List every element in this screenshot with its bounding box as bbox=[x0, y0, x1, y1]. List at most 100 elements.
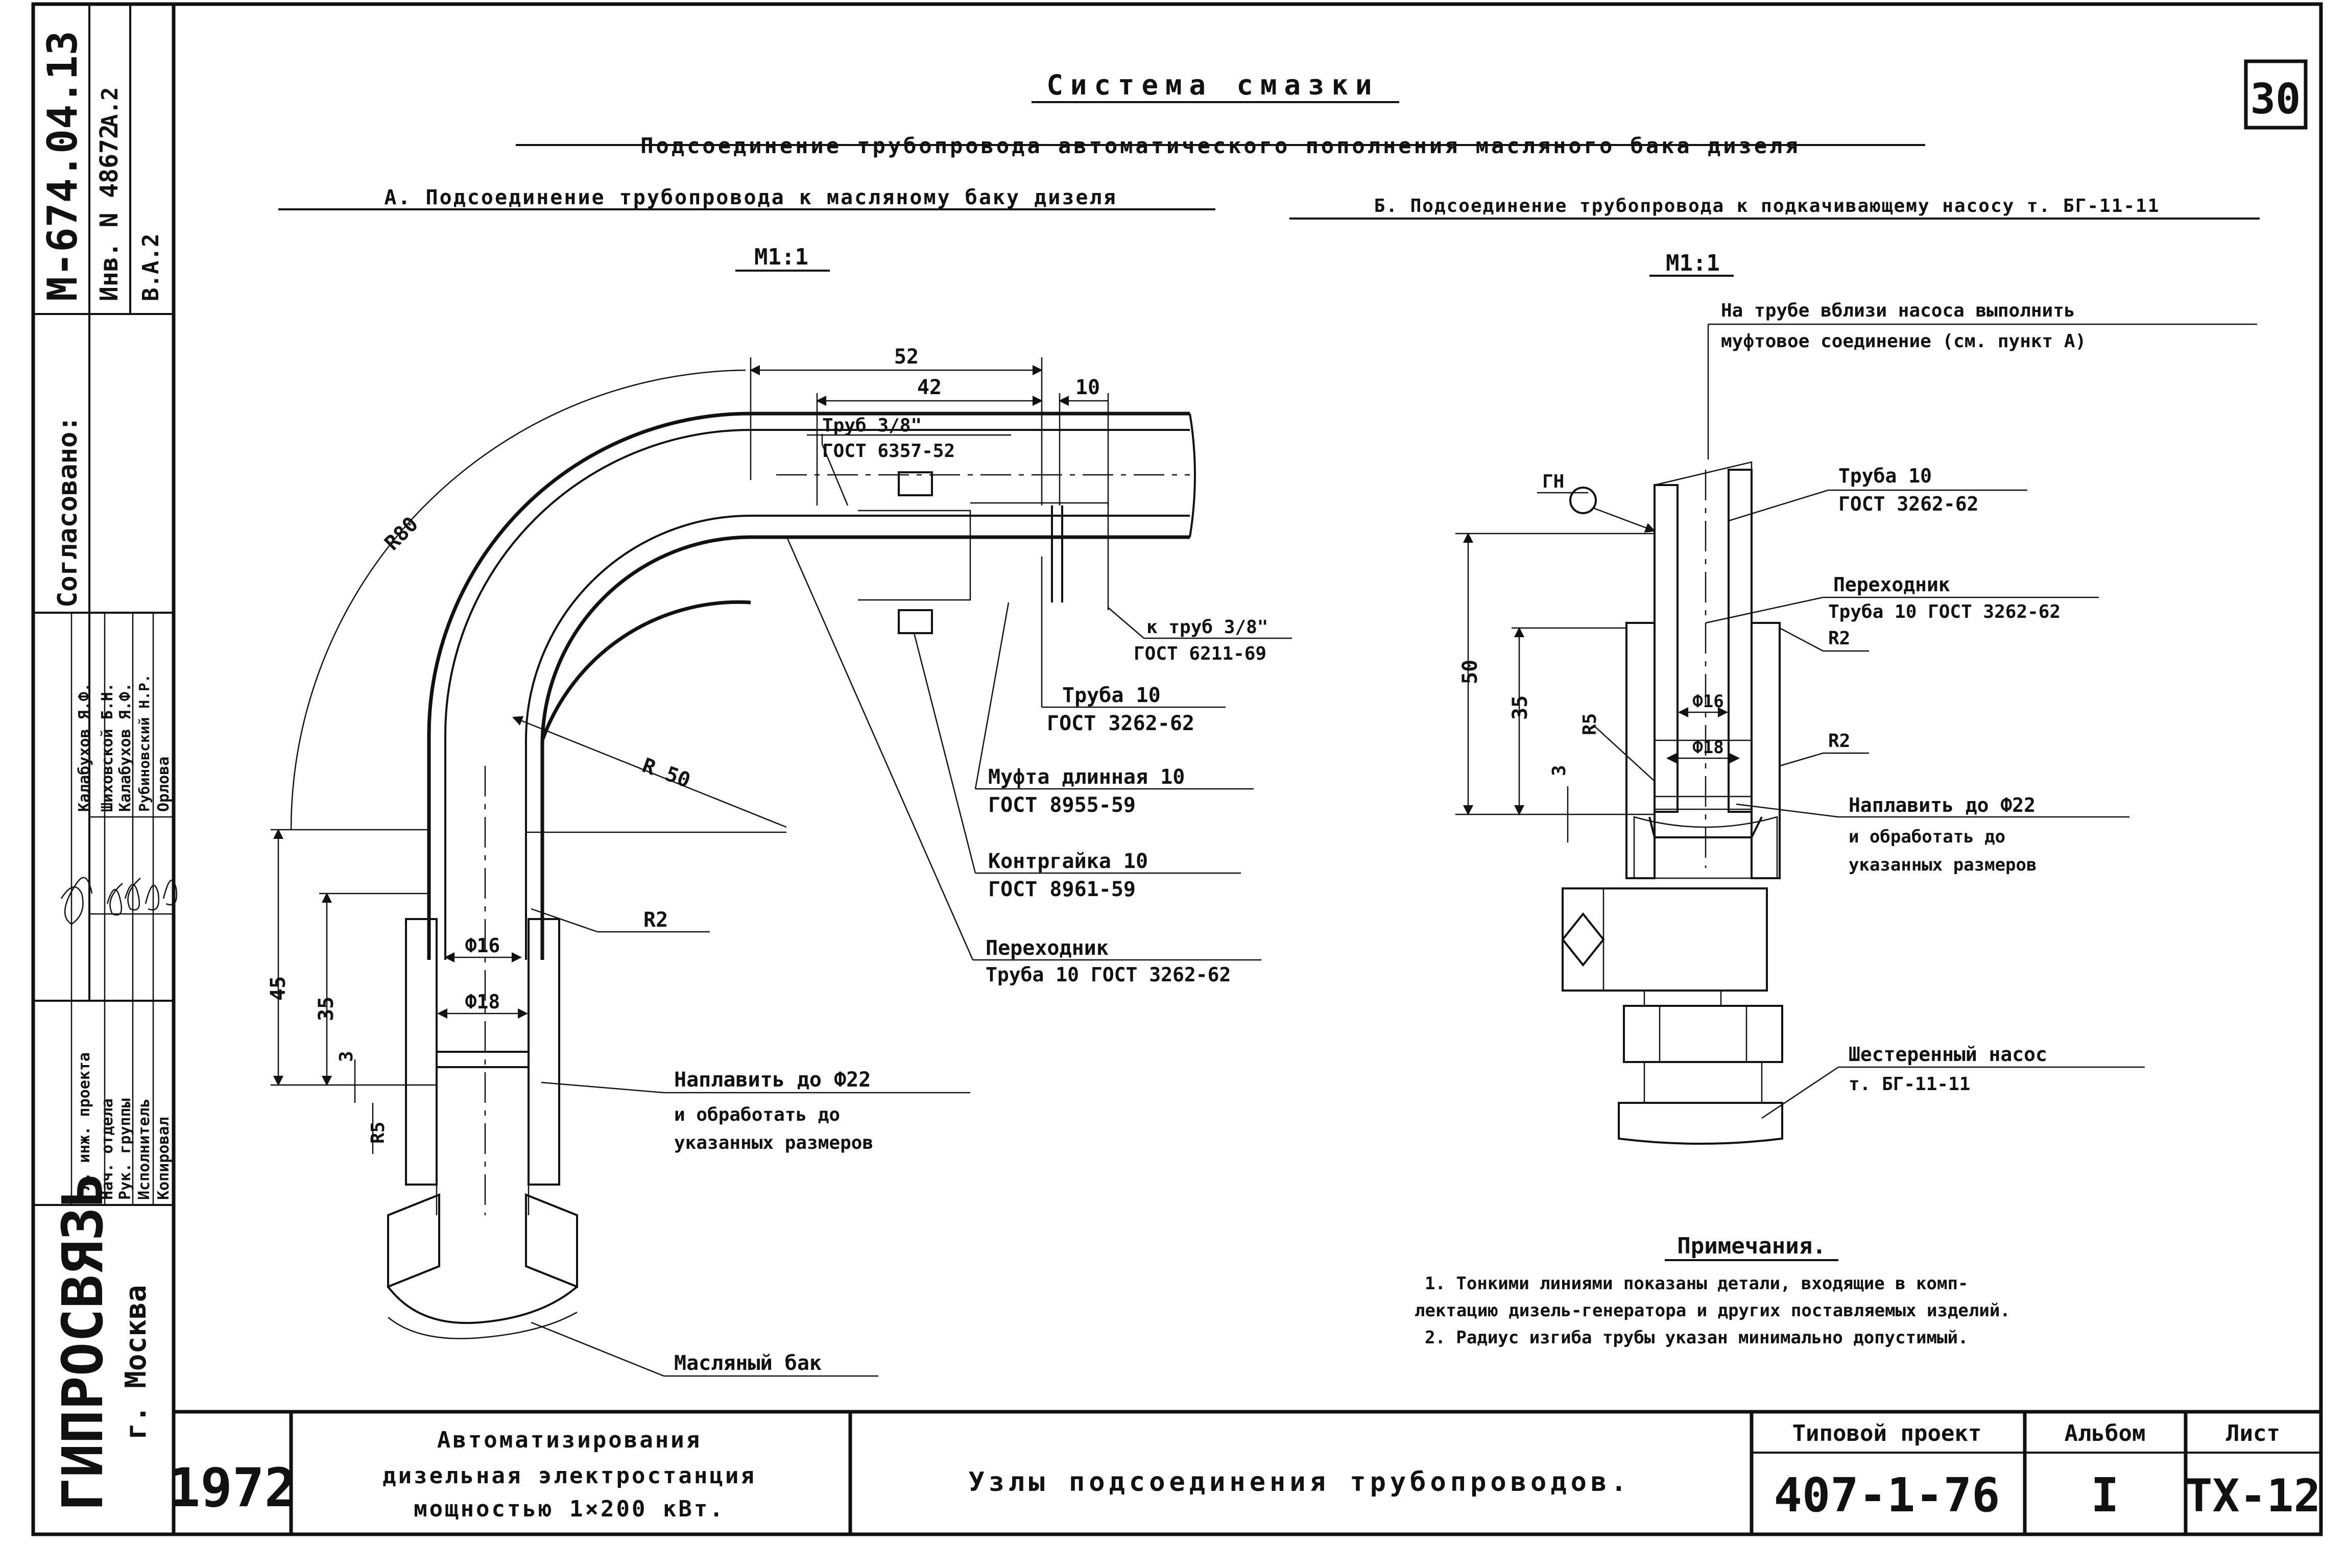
org-city: г. Москва bbox=[119, 1285, 153, 1440]
person-name: Калабухов Я.Ф. bbox=[116, 683, 134, 812]
callout-pipe-3-8-b: ГОСТ 6357-52 bbox=[822, 441, 955, 462]
person-name: Шиховской Б.Н. bbox=[99, 683, 116, 812]
callout-pipe-3-8-a: Труб 3/8" bbox=[822, 415, 922, 436]
drawing-name: Узлы подсоединения трубопроводов. bbox=[968, 1467, 1631, 1498]
agreed-label: Согласовано: bbox=[53, 416, 83, 608]
drawing-frame bbox=[31, 2, 2323, 1536]
callout-coupling-b: ГОСТ 8955-59 bbox=[988, 793, 1136, 817]
callout-b-weld-a: Наплавить до Ф22 bbox=[1849, 794, 2035, 816]
left-fitting-wall bbox=[405, 918, 438, 1186]
wrench-flat-icon bbox=[1561, 912, 1605, 967]
dim-3: 3 bbox=[336, 1051, 357, 1062]
desc-line-2: дизельная электростанция bbox=[382, 1463, 756, 1489]
notes-line-1: 1. Тонкими линиями показаны детали, вход… bbox=[1425, 1273, 1968, 1294]
notes-line-2: лектацию дизель-генератора и других пост… bbox=[1415, 1300, 2010, 1321]
gn-marker-icon bbox=[1569, 487, 1597, 514]
dim-42: 42 bbox=[917, 376, 942, 399]
va-label: В.А.2 bbox=[138, 234, 164, 301]
scale-b: М1:1 bbox=[1666, 250, 1720, 276]
dim-10: 10 bbox=[1075, 376, 1100, 399]
gn-label: ГН bbox=[1542, 471, 1564, 492]
callout-b-r2: R2 bbox=[1828, 731, 1850, 752]
b-d18: Ф18 bbox=[1692, 737, 1723, 758]
main-title: Система смазки bbox=[1046, 69, 1379, 101]
sheet-value: ТХ-12 bbox=[2186, 1469, 2321, 1522]
sheet-number: 30 bbox=[2250, 75, 2301, 124]
union-nut bbox=[1562, 887, 1768, 992]
callout-b-adapter-b: Труба 10 ГОСТ 3262-62 bbox=[1828, 601, 2061, 622]
callout-locknut-b: ГОСТ 8961-59 bbox=[988, 878, 1136, 901]
callout-b-weld-c: указанных размеров bbox=[1849, 855, 2037, 875]
section-b-title: Б. Подсоединение трубопровода к подкачив… bbox=[1374, 196, 2160, 216]
callout-adapter-b: Труба 10 ГОСТ 3262-62 bbox=[986, 963, 1231, 986]
callout-b-pipe-a: Труба 10 bbox=[1838, 465, 1932, 487]
notes-title: Примечания. bbox=[1677, 1233, 1826, 1259]
callout-oil-tank: Масляный бак bbox=[674, 1352, 822, 1375]
oil-tank-outline bbox=[387, 1286, 578, 1324]
callout-weld-a: Наплавить до Ф22 bbox=[674, 1068, 871, 1092]
notes: Примечания. 1. Тонкими линиями показаны … bbox=[1415, 1233, 2010, 1348]
role-label: Нач. отдела bbox=[99, 1098, 116, 1200]
r2-label: R2 bbox=[643, 908, 668, 932]
r50-label: R 50 bbox=[639, 754, 693, 792]
d18-label: Ф18 bbox=[465, 991, 500, 1013]
role-label: Копировал bbox=[155, 1117, 173, 1200]
titles: Система смазки Подсоединение трубопровод… bbox=[278, 69, 2260, 277]
role-label: Гл. инж. проекта bbox=[76, 1052, 93, 1200]
callout-adapter-a: Переходник bbox=[986, 936, 1109, 960]
project-label: Типовой проект bbox=[1792, 1420, 1982, 1446]
pipe-outer-wall bbox=[427, 412, 1190, 960]
dim-52: 52 bbox=[894, 345, 919, 369]
callout-b-weld-b: и обработать до bbox=[1849, 827, 2005, 847]
callout-to-pipe-a: к труб 3/8" bbox=[1146, 617, 1268, 638]
callout-pipe10-a: Труба 10 bbox=[1062, 684, 1161, 707]
signatures-graphic bbox=[60, 877, 178, 925]
callout-b-adapter-a: Переходник bbox=[1833, 573, 1950, 596]
album-label: Альбом bbox=[2065, 1420, 2146, 1446]
doc-code: М-674.04.13 bbox=[39, 31, 86, 301]
callout-locknut-a: Контргайка 10 bbox=[988, 850, 1148, 873]
callout-weld-b: и обработать до bbox=[674, 1104, 840, 1125]
album-value: I bbox=[2091, 1468, 2119, 1523]
dim-45: 45 bbox=[267, 976, 290, 1001]
callout-b-pipe-b: ГОСТ 3262-62 bbox=[1838, 493, 1979, 515]
project-value: 407-1-76 bbox=[1774, 1468, 2000, 1523]
tank-boss-left bbox=[387, 1193, 440, 1288]
section-b-drawing: На трубе вблизи насоса выполнить муфтово… bbox=[1455, 300, 2257, 1145]
r80-arc bbox=[290, 369, 746, 830]
sheet-number-box: 30 bbox=[2244, 59, 2308, 130]
callout-coupling-a: Муфта длинная 10 bbox=[988, 765, 1185, 789]
dim-35: 35 bbox=[315, 997, 338, 1021]
callout-weld-c: указанных размеров bbox=[674, 1132, 873, 1153]
note-b-1: На трубе вблизи насоса выполнить bbox=[1721, 300, 2075, 321]
b-dim-r5: R5 bbox=[1579, 713, 1600, 735]
scale-a: М1:1 bbox=[754, 244, 808, 270]
org-name: ГИПРОСВЯЗЬ bbox=[50, 1173, 115, 1511]
gear-pump-body bbox=[1618, 1102, 1783, 1145]
callout-to-pipe-b: ГОСТ 6211-69 bbox=[1134, 643, 1266, 664]
person-name: Рубиновский Н.Р. bbox=[136, 674, 153, 812]
section-a-title: А. Подсоединение трубопровода к масляном… bbox=[384, 186, 1117, 209]
tank-boss-right bbox=[525, 1193, 578, 1288]
b-dim-50: 50 bbox=[1458, 660, 1482, 684]
b-d16: Ф16 bbox=[1692, 691, 1723, 712]
b-dim-35: 35 bbox=[1508, 695, 1532, 720]
sheet-label: Лист bbox=[2226, 1420, 2280, 1446]
role-label: Исполнитель bbox=[135, 1098, 153, 1200]
callout-b-r2-top: R2 bbox=[1828, 628, 1850, 649]
callout-pipe10-b: ГОСТ 3262-62 bbox=[1047, 712, 1194, 735]
note-b-2: муфтовое соединение (см. пункт А) bbox=[1721, 331, 2086, 352]
b-dim-3: 3 bbox=[1549, 765, 1570, 776]
person-name: Калабухов Я.Ф. bbox=[76, 683, 93, 812]
person-name: Орлова bbox=[155, 757, 173, 812]
callout-pump-a: Шестеренный насос bbox=[1849, 1043, 2047, 1066]
d16-label: Ф16 bbox=[465, 934, 500, 957]
left-stamp-block: М-674.04.13 Инв. N 48672 А.2 В.А.2 Согла… bbox=[33, 4, 178, 1511]
desc-line-1: Автоматизирования bbox=[437, 1427, 702, 1453]
notes-line-3: 2. Радиус изгиба трубы указан минимально… bbox=[1425, 1328, 1968, 1348]
callout-pump-b: т. БГ-11-11 bbox=[1849, 1074, 1970, 1095]
inventory-label: Инв. N 48672 bbox=[95, 124, 124, 301]
dim-r5: R5 bbox=[368, 1122, 389, 1144]
inventory-right: А.2 bbox=[97, 87, 123, 128]
title-block: 1972 Автоматизирования дизельная электро… bbox=[169, 1412, 2321, 1534]
